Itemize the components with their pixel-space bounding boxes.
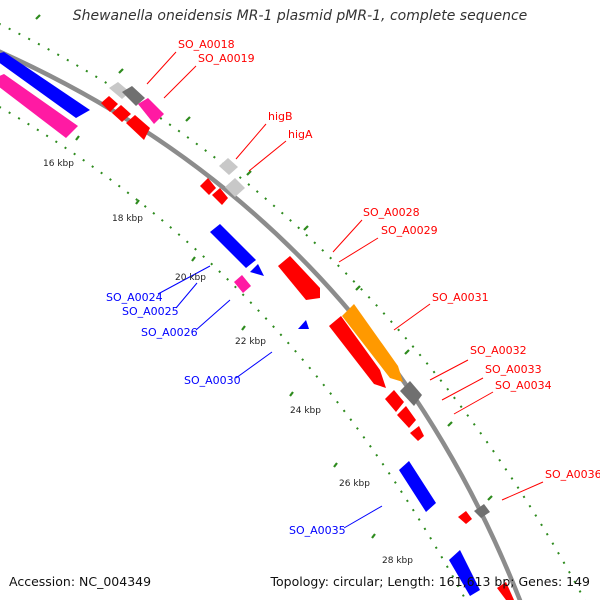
gene-label: SO_A0025 xyxy=(122,305,179,318)
gene-labels: SO_A0018 SO_A0019 higB higA SO_A0028 SO_… xyxy=(106,38,600,537)
gene-so-a0017 xyxy=(122,86,145,106)
gene-so-a0036 xyxy=(458,511,472,524)
gene-higa xyxy=(200,178,216,195)
gene-label: SO_A0031 xyxy=(432,291,489,304)
kbp-label: 16 kbp xyxy=(43,159,74,169)
accession-label: Accession: NC_004349 xyxy=(9,574,152,589)
gene-higa-gray xyxy=(225,178,245,197)
gene-label: SO_A0032 xyxy=(470,344,527,357)
map-title: Shewanella oneidensis MR-1 plasmid pMR-1… xyxy=(72,8,528,24)
kbp-label: 26 kbp xyxy=(339,479,370,489)
gene-so-a0034 xyxy=(410,426,424,441)
gene-so-a0033 xyxy=(385,390,404,412)
gene-label: SO_A0030 xyxy=(184,374,241,387)
topology-summary: Topology: circular; Length: 161,613 bp; … xyxy=(270,574,591,589)
kbp-labels: 16 kbp 18 kbp 20 kbp 22 kbp 24 kbp 26 kb… xyxy=(43,159,413,566)
gene-label: SO_A0018 xyxy=(178,38,235,51)
gene-so-a0018-a xyxy=(101,96,118,112)
gene-so-a0038 xyxy=(497,582,514,600)
gene-so-a0031 xyxy=(342,304,403,382)
gene-label: higB xyxy=(268,110,293,123)
gene-so-a0018-b xyxy=(112,105,131,122)
inner-tick-ring xyxy=(0,106,467,600)
plasmid-backbone xyxy=(0,49,523,600)
gene-so-a0035 xyxy=(399,461,436,512)
gene-so-a0026 xyxy=(234,275,251,293)
gene-label: SO_A0024 xyxy=(106,291,163,304)
gene-label: SO_A0019 xyxy=(198,52,255,65)
gene-label: higA xyxy=(288,128,313,141)
kbp-label: 22 kbp xyxy=(235,337,266,347)
label-leaders xyxy=(146,51,544,529)
gene-higa-b xyxy=(212,188,228,205)
gene-label: SO_A0035 xyxy=(289,524,346,537)
gene-higb xyxy=(219,158,238,175)
gene-blue-large xyxy=(0,52,90,118)
gene-so-a0032 xyxy=(400,381,422,406)
gene-pink-large xyxy=(0,74,78,138)
gene-so-a0028 xyxy=(278,256,320,300)
gene-label: SO_A0028 xyxy=(363,206,420,219)
gene-so-a0018-c xyxy=(126,115,150,140)
gene-so-a0029 xyxy=(329,316,386,388)
gene-so-a0019 xyxy=(138,98,164,124)
kbp-label: 18 kbp xyxy=(112,214,143,224)
gene-label: SO_A0029 xyxy=(381,224,438,237)
gene-label: SO_A0034 xyxy=(495,379,552,392)
gene-so-a0033-b xyxy=(397,406,416,428)
kbp-label: 28 kbp xyxy=(382,556,413,566)
kbp-label: 20 kbp xyxy=(175,273,206,283)
gene-so-a0030 xyxy=(298,320,309,329)
forward-strand-genes xyxy=(101,82,514,600)
gene-label: SO_A0026 xyxy=(141,326,198,339)
major-ticks xyxy=(35,14,493,539)
gene-so-a0036-gray xyxy=(474,504,490,518)
outer-tick-ring xyxy=(0,23,586,600)
gene-so-a0024 xyxy=(210,224,256,268)
gene-so-a0037 xyxy=(449,550,480,596)
reverse-strand-genes xyxy=(0,52,480,596)
gene-label: SO_A0033 xyxy=(485,363,542,376)
gene-so-a0025 xyxy=(250,264,264,276)
gene-label: SO_A0036 xyxy=(545,468,600,481)
kbp-label: 24 kbp xyxy=(290,406,321,416)
